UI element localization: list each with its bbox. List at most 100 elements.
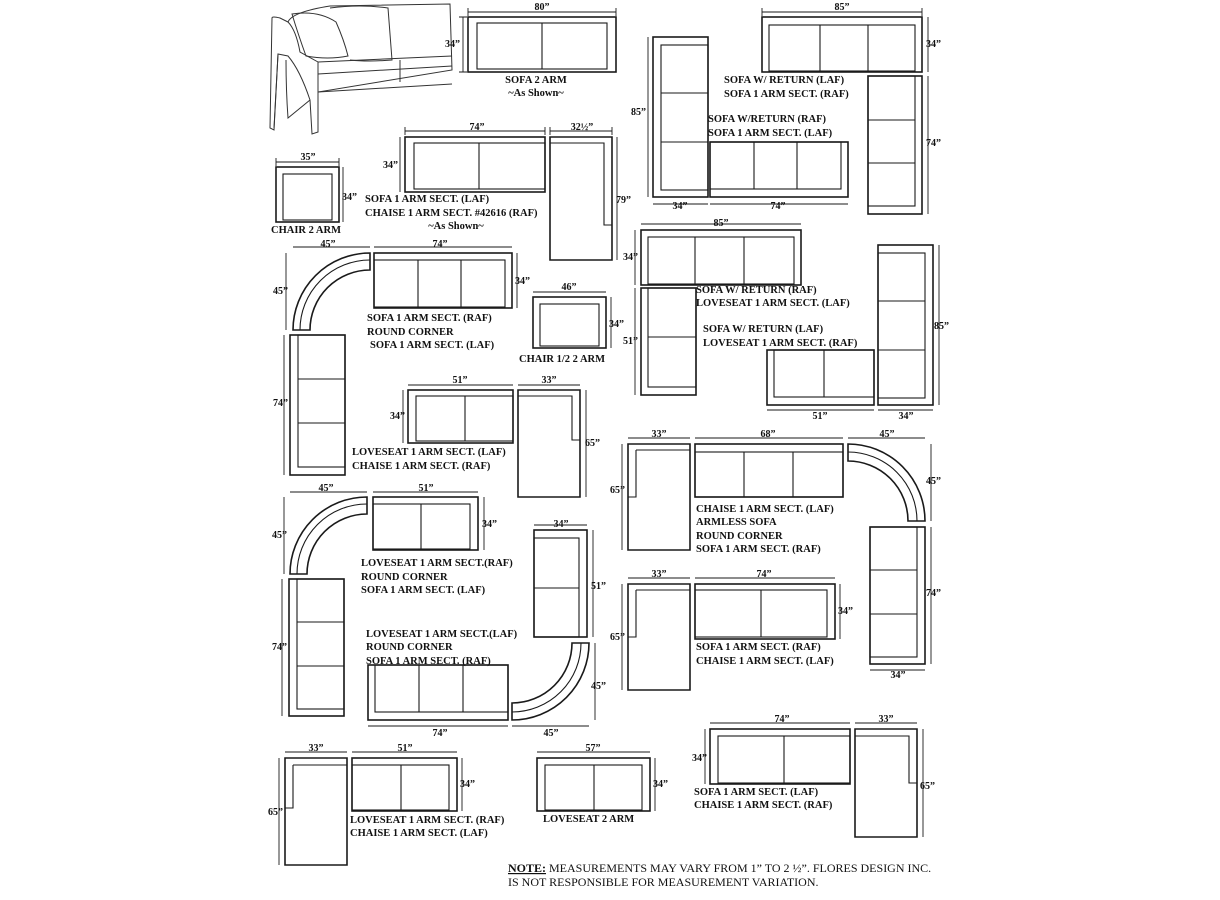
caption-as-shown: ~As Shown~ bbox=[508, 88, 564, 99]
sofa-raf-chaise-laf-diagram: 33” 74” 65” 34” SOFA 1 ARM SECT. (RAF) C… bbox=[610, 569, 853, 691]
caption-loveseat-laf: LOVESEAT 1 ARM SECT. (LAF) bbox=[352, 447, 506, 458]
caption-sofa-return-laf: SOFA W/ RETURN (LAF) bbox=[703, 324, 824, 335]
caption-sofa-1-arm-laf: SOFA 1 ARM SECT. (LAF) bbox=[708, 128, 833, 139]
caption-as-shown: ~As Shown~ bbox=[428, 221, 484, 232]
dim-45: 45” bbox=[544, 728, 559, 739]
dim-45: 45” bbox=[591, 681, 606, 692]
sofa-laf-chaise-raf-diagram: 74” 33” 34” 65” SOFA 1 ARM SECT. (LAF) C… bbox=[692, 714, 935, 838]
dim-65: 65” bbox=[610, 632, 625, 643]
note-line-2: IS NOT RESPONSIBLE FOR MEASUREMENT VARIA… bbox=[508, 875, 819, 889]
dim-65: 65” bbox=[268, 807, 283, 818]
dim-74: 74” bbox=[926, 138, 941, 149]
caption-round-corner: ROUND CORNER bbox=[696, 531, 783, 542]
loveseat-raf-chaise-laf-diagram: 33” 51” 65” 34” LOVESEAT 1 ARM SECT. (RA… bbox=[268, 743, 505, 866]
dim-57: 57” bbox=[586, 743, 601, 754]
sofa-return-laf-diagram: 85” 34” 74” SOFA W/ RETURN (LAF) SOFA 1 … bbox=[724, 2, 941, 215]
caption-loveseat-raf: LOVESEAT 1 ARM SECT.(RAF) bbox=[361, 558, 513, 569]
dim-85: 85” bbox=[934, 321, 949, 332]
dim-33: 33” bbox=[542, 375, 557, 386]
dim-33: 33” bbox=[652, 569, 667, 580]
dim-33: 33” bbox=[879, 714, 894, 725]
caption-sofa-raf: SOFA 1 ARM SECT. (RAF) bbox=[696, 642, 821, 653]
caption-loveseat-raf: LOVESEAT 1 ARM SECT. (RAF) bbox=[350, 815, 505, 826]
dim-51: 51” bbox=[398, 743, 413, 754]
loveseat-2-arm-diagram: 57” 34” LOVESEAT 2 ARM bbox=[536, 743, 668, 825]
dim-32-half: 32½” bbox=[571, 122, 594, 133]
round-corner-sofa-diagram: 45” 74” 45” 34” 74” SOFA 1 ARM SECT. (RA… bbox=[273, 239, 530, 476]
caption-sofa-return-raf: SOFA W/RETURN (RAF) bbox=[708, 114, 827, 125]
dim-74: 74” bbox=[433, 728, 448, 739]
caption-chaise-laf: CHAISE 1 ARM SECT. (LAF) bbox=[696, 504, 834, 515]
dim-46: 46” bbox=[562, 282, 577, 293]
dim-45: 45” bbox=[273, 286, 288, 297]
caption-sofa-laf: SOFA 1 ARM SECT. (LAF) bbox=[694, 787, 819, 798]
dim-45: 45” bbox=[321, 239, 336, 250]
dim-34: 34” bbox=[891, 670, 906, 681]
dim-65: 65” bbox=[920, 781, 935, 792]
caption-sofa-raf: SOFA 1 ARM SECT. (RAF) bbox=[366, 656, 491, 667]
dim-74: 74” bbox=[273, 398, 288, 409]
dim-74: 74” bbox=[926, 588, 941, 599]
dim-34: 34” bbox=[926, 39, 941, 50]
caption-chair-2-arm: CHAIR 2 ARM bbox=[271, 225, 341, 236]
dim-65: 65” bbox=[610, 485, 625, 496]
sofa-chaise-42616-diagram: 74” 32½” 34” 79” SOFA 1 ARM SECT. (LAF) … bbox=[365, 122, 631, 261]
caption-round-corner: ROUND CORNER bbox=[367, 327, 454, 338]
dim-34: 34” bbox=[653, 779, 668, 790]
dim-80: 80” bbox=[535, 2, 550, 13]
dim-34: 34” bbox=[460, 779, 475, 790]
note-line-1: MEASUREMENTS MAY VARY FROM 1” TO 2 ½”. F… bbox=[546, 861, 931, 875]
caption-round-corner: ROUND CORNER bbox=[366, 642, 453, 653]
caption-sofa-return-laf: SOFA W/ RETURN (LAF) bbox=[724, 75, 845, 86]
dim-74: 74” bbox=[757, 569, 772, 580]
dim-51: 51” bbox=[623, 336, 638, 347]
dim-34: 34” bbox=[899, 411, 914, 422]
measurement-note: NOTE: MEASUREMENTS MAY VARY FROM 1” TO 2… bbox=[508, 861, 931, 889]
dim-74: 74” bbox=[771, 201, 786, 212]
caption-sofa-raf: SOFA 1 ARM SECT. (RAF) bbox=[696, 544, 821, 555]
caption-sofa-return-raf: SOFA W/ RETURN (RAF) bbox=[696, 285, 817, 296]
loveseat-round-sofa-laf-diagram: 45” 51” 45” 34” 74” LOVESEAT 1 ARM SECT.… bbox=[272, 483, 513, 717]
caption-chaise-raf: CHAISE 1 ARM SECT. (RAF) bbox=[694, 800, 833, 811]
dim-34: 34” bbox=[692, 753, 707, 764]
dim-51: 51” bbox=[591, 581, 606, 592]
chair-half-diagram: 46” 34” CHAIR 1/2 2 ARM bbox=[519, 282, 624, 365]
caption-sofa-raf: SOFA 1 ARM SECT. (RAF) bbox=[367, 313, 492, 324]
dim-85: 85” bbox=[835, 2, 850, 13]
loveseat-chaise-raf-diagram: 51” 33” 34” 65” LOVESEAT 1 ARM SECT. (LA… bbox=[352, 375, 600, 498]
sofa-return-raf-diagram: 85” 34” 74” SOFA W/RETURN (RAF) SOFA 1 A… bbox=[631, 36, 849, 212]
dim-34: 34” bbox=[342, 192, 357, 203]
dim-34: 34” bbox=[390, 411, 405, 422]
sofa-sketch-illustration bbox=[269, 3, 453, 135]
dim-35: 35” bbox=[301, 152, 316, 163]
dim-85: 85” bbox=[631, 107, 646, 118]
dim-34: 34” bbox=[838, 606, 853, 617]
dim-34: 34” bbox=[673, 201, 688, 212]
dim-74: 74” bbox=[775, 714, 790, 725]
dim-51: 51” bbox=[419, 483, 434, 494]
caption-loveseat-laf: LOVESEAT 1 ARM SECT.(LAF) bbox=[366, 629, 518, 640]
sofa-return-loveseat-laf-diagram: 85” 34” 51” SOFA W/ RETURN (RAF) LOVESEA… bbox=[623, 218, 850, 396]
dim-45: 45” bbox=[880, 429, 895, 440]
caption-loveseat-laf: LOVESEAT 1 ARM SECT. (LAF) bbox=[696, 298, 850, 309]
dim-33: 33” bbox=[652, 429, 667, 440]
caption-armless-sofa: ARMLESS SOFA bbox=[696, 517, 777, 528]
sofa-return-loveseat-raf-diagram: 85” 51” 34” SOFA W/ RETURN (LAF) LOVESEA… bbox=[703, 244, 949, 422]
caption-sofa-2-arm: SOFA 2 ARM bbox=[505, 75, 567, 86]
dim-51: 51” bbox=[813, 411, 828, 422]
caption-chaise-raf: CHAISE 1 ARM SECT. (RAF) bbox=[352, 461, 491, 472]
caption-chaise-42616: CHAISE 1 ARM SECT. #42616 (RAF) bbox=[365, 208, 538, 219]
caption-sofa-laf: SOFA 1 ARM SECT. (LAF) bbox=[370, 340, 495, 351]
caption-sofa-laf: SOFA 1 ARM SECT. (LAF) bbox=[365, 194, 490, 205]
note-label: NOTE: bbox=[508, 861, 546, 875]
dim-34: 34” bbox=[482, 519, 497, 530]
sofa-2-arm-diagram: 80” 34” SOFA 2 ARM ~As Shown~ bbox=[445, 2, 617, 99]
dim-65: 65” bbox=[585, 438, 600, 449]
dim-45: 45” bbox=[319, 483, 334, 494]
dim-33: 33” bbox=[309, 743, 324, 754]
dim-74: 74” bbox=[433, 239, 448, 250]
caption-loveseat-raf: LOVESEAT 1 ARM SECT. (RAF) bbox=[703, 338, 858, 349]
dim-34: 34” bbox=[554, 519, 569, 530]
caption-sofa-1-arm-raf: SOFA 1 ARM SECT. (RAF) bbox=[724, 89, 849, 100]
